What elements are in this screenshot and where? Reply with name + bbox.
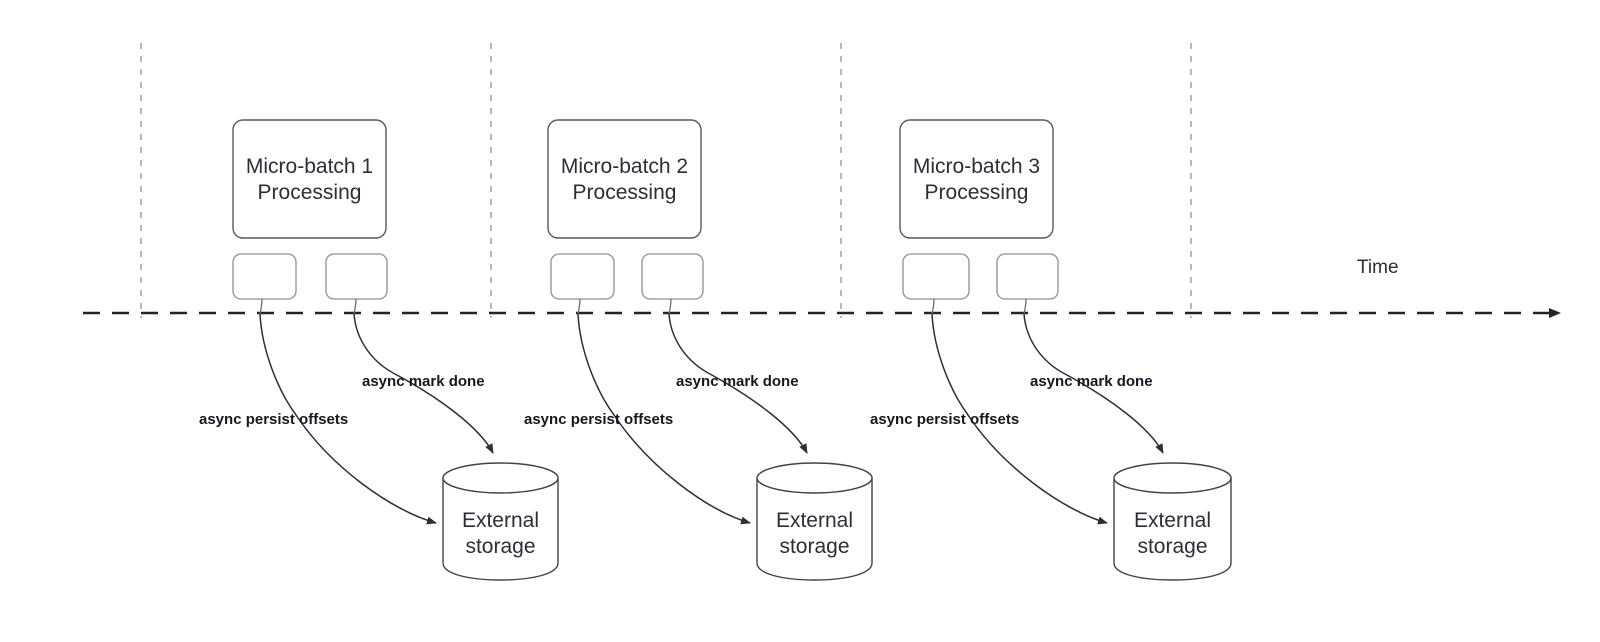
external-storage-2-label-line2: storage (779, 535, 849, 558)
async-persist-offsets-label-3: async persist offsets (870, 411, 1019, 428)
mark-done-task-stem-1 (353, 298, 357, 315)
async-persist-offsets-label-2: async persist offsets (524, 411, 673, 428)
external-storage-cylinder-1[interactable]: External storage (442, 462, 559, 581)
micro-batch-group-2: Micro-batch 2 Processing async persist o… (524, 119, 873, 581)
persist-task-box-1[interactable] (232, 253, 297, 300)
time-axis: Time (83, 257, 1561, 318)
external-storage-cylinder-3[interactable]: External storage (1113, 462, 1232, 581)
micro-batch-group-1: Micro-batch 1 Processing async persist o… (199, 119, 559, 581)
micro-batch-3-box[interactable] (899, 119, 1054, 239)
persist-task-box-2[interactable] (550, 253, 615, 300)
external-storage-3-top (1113, 462, 1232, 494)
micro-batch-1-label-line2: Processing (258, 181, 362, 204)
async-mark-done-label-2: async mark done (676, 373, 799, 390)
async-mark-done-label-3: async mark done (1030, 373, 1153, 390)
external-storage-1-label-line1: External (462, 509, 539, 532)
external-storage-2-body (756, 477, 873, 581)
time-axis-label: Time (1357, 257, 1399, 278)
micro-batch-3-label-line1: Micro-batch 3 (913, 155, 1040, 178)
external-storage-1-body (442, 477, 559, 581)
external-storage-2-top (756, 462, 873, 494)
external-storage-1-label-line2: storage (465, 535, 535, 558)
mark-done-task-box-1[interactable] (325, 253, 388, 300)
persist-task-stem-2 (577, 298, 581, 315)
external-storage-cylinder-2[interactable]: External storage (756, 462, 873, 581)
external-storage-3-label-line2: storage (1137, 535, 1207, 558)
micro-batch-2-box[interactable] (547, 119, 702, 239)
mark-done-task-box-3[interactable] (996, 253, 1059, 300)
external-storage-1-top (442, 462, 559, 494)
async-persist-offsets-curve-1 (259, 313, 437, 525)
micro-batch-group-3: Micro-batch 3 Processing async persist o… (870, 119, 1232, 581)
mark-done-task-stem-2 (668, 298, 672, 315)
async-mark-done-curve-1 (353, 313, 494, 454)
async-mark-done-curve-3 (1023, 313, 1164, 454)
async-mark-done-curve-2 (668, 313, 808, 454)
external-storage-3-body (1113, 477, 1232, 581)
mark-done-task-stem-3 (1023, 298, 1027, 315)
micro-batch-3-label-line2: Processing (925, 181, 1029, 204)
persist-task-stem-1 (259, 298, 263, 315)
async-persist-offsets-curve-2 (577, 313, 751, 525)
async-mark-done-label-1: async mark done (362, 373, 485, 390)
micro-batch-2-label-line2: Processing (573, 181, 677, 204)
mark-done-task-box-2[interactable] (641, 253, 704, 300)
persist-task-stem-3 (931, 298, 935, 315)
external-storage-2-label-line1: External (776, 509, 853, 532)
micro-batch-1-label-line1: Micro-batch 1 (246, 155, 373, 178)
micro-batch-2-label-line1: Micro-batch 2 (561, 155, 688, 178)
async-persist-offsets-curve-3 (931, 313, 1108, 525)
persist-task-box-3[interactable] (902, 253, 970, 300)
async-persist-offsets-label-1: async persist offsets (199, 411, 348, 428)
micro-batch-1-box[interactable] (232, 119, 387, 239)
external-storage-3-label-line1: External (1134, 509, 1211, 532)
